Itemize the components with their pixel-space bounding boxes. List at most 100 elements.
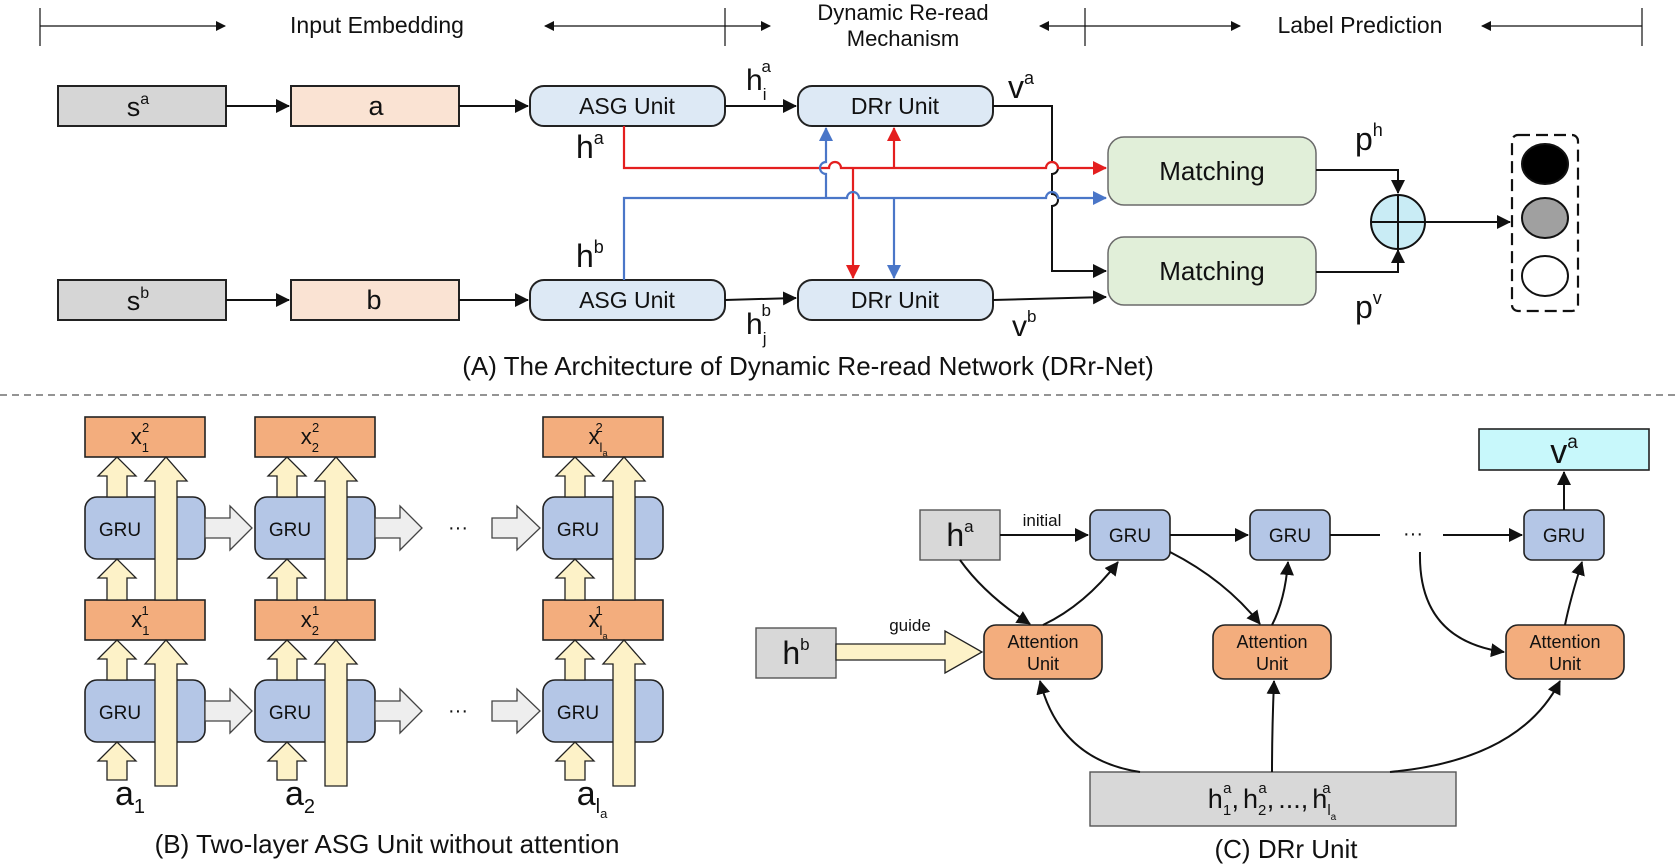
- label-circle-gray: [1521, 197, 1569, 239]
- gru-upper-3-label: GRU: [557, 520, 599, 541]
- label-circle-black: [1521, 143, 1569, 185]
- part-b-caption: (B) Two-layer ASG Unit without attention: [155, 829, 620, 859]
- fat-arrow-bottom-1: [96, 558, 138, 601]
- ph-label: ph: [1355, 120, 1383, 157]
- input-a-2: a2: [285, 775, 315, 818]
- input-a-la: ala: [577, 775, 608, 821]
- c-ellipsis: ···: [1403, 523, 1423, 545]
- x1-box-3: [542, 599, 664, 641]
- header-input-embedding: Input Embedding: [290, 12, 464, 38]
- asg-column-1: x12 GRU x11 GRU a1: [84, 416, 206, 818]
- fat-arrow-mid-3: [554, 639, 596, 681]
- ellipsis-upper: ···: [448, 517, 468, 539]
- va-output-box: [1478, 428, 1650, 471]
- gru-lower-2-label: GRU: [269, 703, 311, 724]
- a-label: a: [368, 91, 384, 121]
- hb-input-box: [755, 627, 837, 679]
- gray-arrow-upper-2: [374, 504, 423, 552]
- label-circle-white: [1521, 255, 1569, 297]
- x2-label-3: xla2: [589, 420, 608, 458]
- gray-arrow-lower-3: [491, 687, 541, 735]
- fat-arrow-top-2: [266, 456, 308, 498]
- gray-arrow-upper-1: [204, 504, 253, 552]
- gru-lower-3-label: GRU: [557, 703, 599, 724]
- fat-arrow-mid-1: [96, 639, 138, 681]
- part-c-caption: (C) DRr Unit: [1215, 834, 1359, 864]
- header-section: Input Embedding Dynamic Re-read Mechanis…: [39, 0, 1643, 51]
- a-embedding-box: [290, 85, 460, 127]
- input-a-1: a1: [115, 775, 145, 818]
- fat-arrow-skip-low-1: [143, 639, 189, 787]
- matching-top-label: Matching: [1159, 156, 1265, 186]
- asg-unit-b-label: ASG Unit: [579, 287, 675, 313]
- asg-column-2: x22 GRU x21 GRU a2: [254, 416, 376, 818]
- attention-unit-3-line1: Attention: [1529, 632, 1600, 652]
- sb-label: sb: [127, 285, 150, 316]
- part-b-asg-unit: x12 GRU x11 GRU a1 x22 GRU x21 GRU: [84, 416, 664, 859]
- attention-unit-2-line2: Unit: [1256, 654, 1288, 674]
- gru-upper-2-label: GRU: [269, 520, 311, 541]
- drr-unit-b-label: DRr Unit: [851, 287, 940, 313]
- drr-unit-a-label: DRr Unit: [851, 93, 940, 119]
- ha-input-label: ha: [946, 517, 974, 553]
- gru-lower-1-label: GRU: [99, 703, 141, 724]
- x1-label-3: xla1: [589, 603, 608, 641]
- fat-arrow-skip-high-1: [143, 456, 189, 601]
- header-mechanism: Mechanism: [847, 26, 959, 51]
- asg-unit-a-label: ASG Unit: [579, 93, 675, 119]
- sa-label: sa: [127, 91, 150, 122]
- x2-label-1: x12: [131, 420, 149, 455]
- x1-box-2: [254, 599, 376, 641]
- part-a-architecture: sa a ASG Unit DRr Unit sb b ASG Unit DRr…: [57, 57, 1580, 381]
- hj-b-label: hjb: [746, 301, 771, 348]
- x1-label-1: x11: [131, 603, 149, 638]
- header-label-prediction: Label Prediction: [1278, 12, 1443, 38]
- fat-arrow-a-1: [96, 741, 138, 781]
- gray-arrow-upper-3: [491, 504, 541, 552]
- ha-label-a: ha: [576, 128, 605, 165]
- fat-arrow-top-3: [554, 456, 596, 498]
- matching-bottom-label: Matching: [1159, 256, 1265, 286]
- vb-label-a: vb: [1012, 307, 1036, 343]
- part-c-drr-unit: ha hb GRU GRU GRU va Attention Unit Atte…: [755, 428, 1650, 864]
- c-gru-3-label: GRU: [1543, 526, 1585, 547]
- fat-arrow-skip-low-2: [313, 639, 359, 787]
- gray-arrow-lower-2: [374, 687, 423, 735]
- attention-unit-1-line1: Attention: [1007, 632, 1078, 652]
- header-dynamic-reread: Dynamic Re-read: [817, 0, 988, 25]
- asg-column-3: xla2 GRU xla1 GRU ala: [542, 416, 664, 821]
- fat-arrow-skip-low-3: [601, 639, 647, 787]
- attention-unit-1-line2: Unit: [1027, 654, 1059, 674]
- x2-box-3: [542, 416, 664, 458]
- hidden-sequence-box: [1089, 771, 1457, 827]
- x1-box-1: [84, 599, 206, 641]
- c-gru-2-label: GRU: [1269, 526, 1311, 547]
- fat-arrow-a-2: [266, 741, 308, 781]
- gray-arrow-lower-1: [204, 687, 253, 735]
- fat-arrow-skip-high-3: [601, 456, 647, 601]
- x1-label-2: x21: [301, 603, 319, 638]
- hb-input-label: hb: [782, 635, 809, 671]
- c-gru-1-label: GRU: [1109, 526, 1151, 547]
- x2-box-1: [84, 416, 206, 458]
- attention-unit-3-line2: Unit: [1549, 654, 1581, 674]
- ellipsis-lower: ···: [448, 700, 468, 722]
- fat-arrow-a-3: [554, 741, 596, 781]
- fat-arrow-skip-high-2: [313, 456, 359, 601]
- va-label-a: va: [1008, 68, 1035, 105]
- initial-label: initial: [1023, 511, 1062, 530]
- hi-a-label: hia: [746, 57, 771, 104]
- hb-label-a: hb: [576, 237, 604, 274]
- x2-box-2: [254, 416, 376, 458]
- fat-arrow-bottom-2: [266, 558, 308, 601]
- fat-arrow-bottom-3: [554, 558, 596, 601]
- fat-arrow-mid-2: [266, 639, 308, 681]
- gru-upper-1-label: GRU: [99, 520, 141, 541]
- b-label: b: [366, 285, 381, 315]
- va-output-label: va: [1550, 432, 1578, 471]
- part-a-caption: (A) The Architecture of Dynamic Re-read …: [462, 351, 1154, 381]
- pv-label: pv: [1355, 288, 1382, 325]
- guide-label: guide: [889, 616, 931, 635]
- fat-arrow-top-1: [96, 456, 138, 498]
